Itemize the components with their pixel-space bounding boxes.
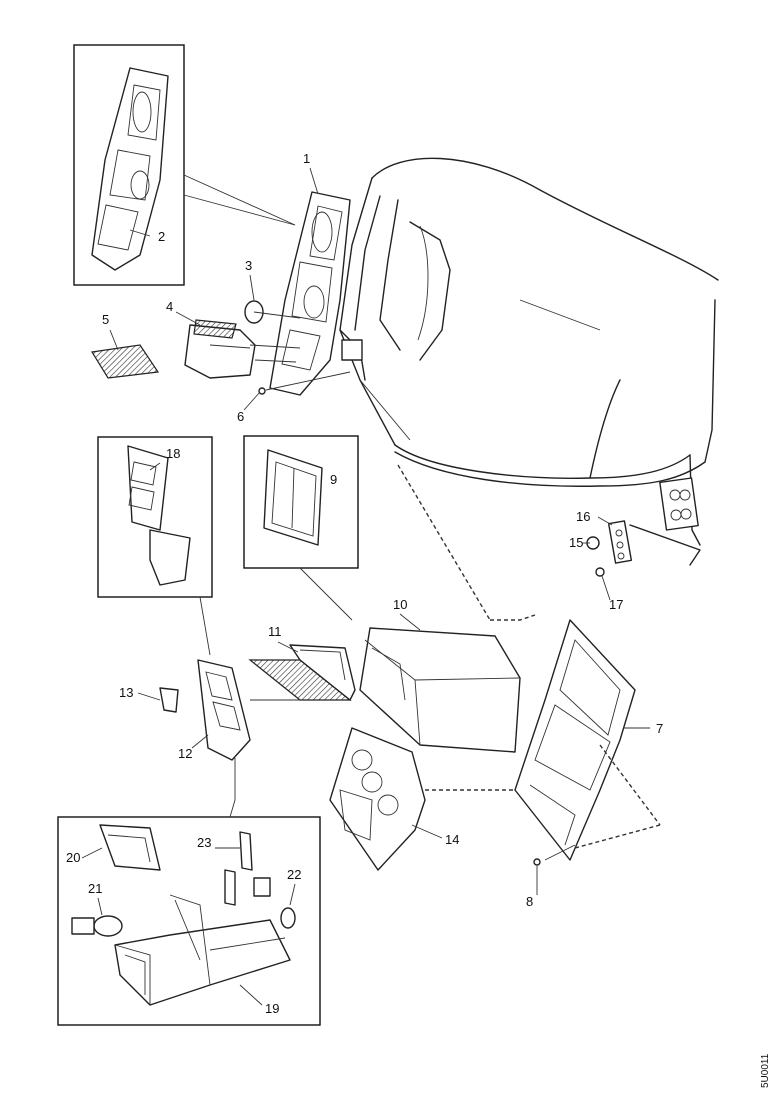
callout-labels: 1 2 3 4 5 6 7 8 9 10 11 12 13 14 15 16 1…	[66, 151, 663, 1016]
callout-19: 19	[265, 1001, 279, 1016]
callout-16: 16	[576, 509, 590, 524]
inset-parts-19-23	[57, 758, 321, 1026]
callout-8: 8	[526, 894, 533, 909]
callout-12: 12	[178, 746, 192, 761]
dashboard-body	[339, 157, 719, 566]
screw-part-6	[258, 371, 351, 395]
callout-9: 9	[330, 472, 337, 487]
callout-4: 4	[166, 299, 173, 314]
callout-20: 20	[66, 850, 80, 865]
callout-21: 21	[88, 881, 102, 896]
inset-part-18	[97, 436, 213, 656]
reference-code: 5U0011	[760, 1053, 771, 1088]
callout-3: 3	[245, 258, 252, 273]
callout-13: 13	[119, 685, 133, 700]
callout-18: 18	[166, 446, 180, 461]
knob-part-3	[244, 300, 301, 324]
callout-11: 11	[268, 624, 282, 639]
inset-part-9	[243, 435, 359, 621]
callout-23: 23	[197, 835, 211, 850]
callout-22: 22	[287, 867, 301, 882]
vent-panel-part-14	[329, 727, 530, 871]
callout-15: 15	[569, 535, 583, 550]
callout-2: 2	[158, 229, 165, 244]
center-bezel-part	[269, 191, 351, 396]
module-part-10	[359, 627, 521, 753]
callout-14: 14	[445, 832, 459, 847]
callout-6: 6	[237, 409, 244, 424]
callout-1: 1	[303, 151, 310, 166]
vent-grille-part-12	[197, 659, 300, 761]
frame-part-7	[514, 619, 650, 861]
screw-part-8	[533, 858, 541, 866]
switch-parts-15-16-17	[586, 520, 633, 577]
vent-housing-part-4	[184, 319, 301, 379]
callout-10: 10	[393, 597, 407, 612]
leader-lines	[397, 464, 661, 861]
callout-17: 17	[609, 597, 623, 612]
tray-part-11	[248, 644, 356, 701]
filter-pad-part-5	[91, 344, 160, 379]
clip-part-13	[159, 687, 179, 713]
callout-5: 5	[102, 312, 109, 327]
callout-7: 7	[656, 721, 663, 736]
inset-part-2	[73, 44, 296, 286]
